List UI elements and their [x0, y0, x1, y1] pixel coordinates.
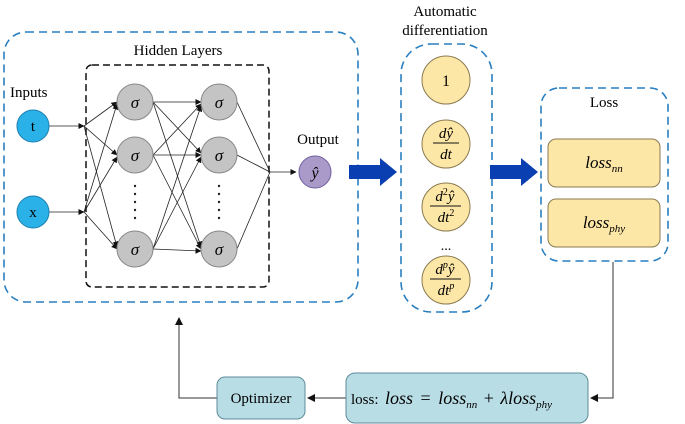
- sigma-label: σ: [215, 146, 224, 165]
- sigma-label: σ: [215, 240, 224, 259]
- output-symbol: ŷ: [309, 165, 319, 182]
- feedback-lines: [175, 262, 614, 402]
- autodiff-d1-denominator: dt: [440, 147, 453, 163]
- arrow-to-loss: [490, 158, 538, 186]
- network-connections: [49, 99, 297, 254]
- inputs-label: Inputs: [10, 85, 48, 101]
- optimizer-label: Optimizer: [231, 391, 292, 407]
- autodiff-one: 1: [442, 73, 450, 90]
- autodiff-item-dpy-dtp: dpŷ dtp: [421, 255, 471, 305]
- hidden-layers-title: Hidden Layers: [134, 43, 223, 59]
- loss-phy-box: lossphy: [547, 198, 661, 248]
- loss-nn-box: lossnn: [547, 138, 661, 188]
- hidden-node: σ: [116, 83, 154, 121]
- sigma-label: σ: [215, 93, 224, 112]
- hidden-ellipsis-col2: [217, 184, 221, 220]
- hidden-layers-frame: [85, 64, 270, 288]
- autodiff-d2-numerator: d2ŷ: [435, 187, 455, 205]
- input-node-t: t: [16, 109, 50, 143]
- sigma-label: σ: [131, 146, 140, 165]
- autodiff-item-dy-dt: dŷ dt: [421, 119, 471, 169]
- hidden-node: σ: [200, 230, 238, 268]
- autodiff-title-line2: differentiation: [402, 23, 488, 39]
- arrow-to-autodiff: [349, 158, 397, 186]
- autodiff-item-1: 1: [421, 55, 471, 105]
- hidden-node: σ: [116, 136, 154, 174]
- autodiff-dp-numerator: dpŷ: [435, 260, 455, 278]
- autodiff-d2-denominator: dt2: [438, 208, 455, 226]
- sigma-label: σ: [131, 240, 140, 259]
- loss-formula-box: loss: loss = lossnn + λlossphy: [345, 372, 589, 424]
- autodiff-title-line1: Automatic: [413, 4, 477, 20]
- hidden-node: σ: [200, 83, 238, 121]
- sigma-label: σ: [131, 93, 140, 112]
- output-node: ŷ: [298, 155, 332, 189]
- loss-frame: [540, 87, 669, 262]
- input-t-label: t: [31, 119, 36, 135]
- loss-formula: loss: loss = lossnn + λlossphy: [351, 388, 552, 412]
- hidden-ellipsis-col1: [133, 184, 137, 220]
- input-x-label: x: [29, 205, 37, 221]
- autodiff-item-d2y-dt2: d2ŷ dt2: [421, 182, 471, 232]
- hidden-node: σ: [116, 230, 154, 268]
- loss-title: Loss: [590, 95, 619, 111]
- loss-nn-label: lossnn: [585, 153, 623, 175]
- loss-phy-label: lossphy: [583, 213, 625, 235]
- autodiff-d1-numerator: dŷ: [439, 126, 454, 142]
- optimizer-box: Optimizer: [216, 376, 306, 420]
- hidden-node: σ: [200, 136, 238, 174]
- output-label: Output: [297, 132, 340, 148]
- autodiff-ellipsis: ...: [441, 239, 452, 254]
- input-node-x: x: [16, 195, 50, 229]
- autodiff-dp-denominator: dtp: [438, 281, 455, 299]
